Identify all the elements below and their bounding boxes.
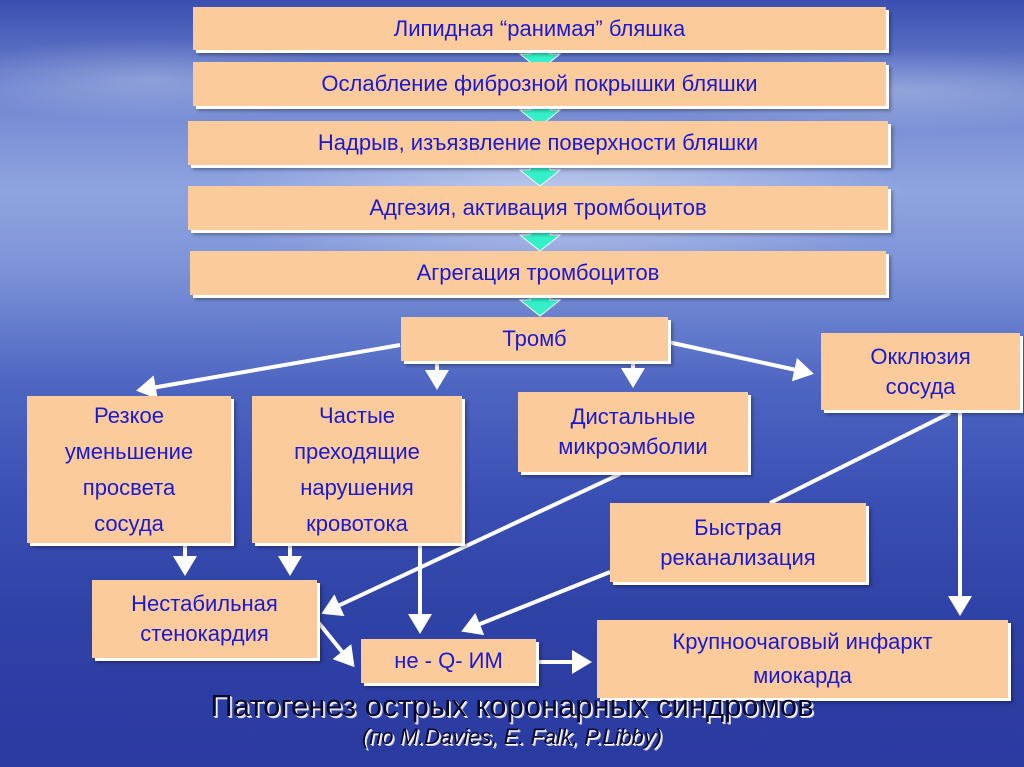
arrow-thrombus-narrowing [136, 343, 401, 400]
box-lumen-narrowing: Резкое уменьшение просвета сосуда [27, 396, 231, 543]
box-flow-disturbance: Частые преходящие нарушения кровотока [252, 396, 462, 543]
arrow-recanalization-nonq [461, 570, 611, 636]
box-thrombus: Тромб [401, 317, 668, 361]
box-plaque-rupture: Надрыв, изъязвление поверхности бляшки [188, 121, 888, 165]
slide-title: Патогенез острых коронарных синдромов [210, 688, 814, 723]
box-non-q-mi: не - Q- ИМ [361, 639, 536, 683]
box-platelet-adhesion: Адгезия, активация тромбоцитов [188, 186, 888, 230]
arrow-microemboli-angina [321, 472, 621, 617]
box-platelet-aggregation: Агрегация тромбоцитов [190, 251, 886, 295]
slide-subtitle: (по M.Davies, E. Falk, P.Libby) [361, 724, 663, 749]
box-microemboli: Дистальные микроэмболии [518, 392, 748, 472]
arrow-thrombus-occlusion [667, 340, 814, 382]
arrow-angina-nonq [316, 620, 355, 668]
box-recanalization: Быстрая реканализация [610, 503, 866, 582]
box-unstable-angina: Нестабильная стенокардия [92, 580, 317, 658]
box-lipid-plaque: Липидная “ранимая” бляшка [193, 7, 886, 50]
box-cap-weakening: Ослабление фиброзной покрышки бляшки [193, 62, 886, 106]
box-large-focal-infarct: Крупноочаговый инфаркт миокарда [597, 620, 1008, 698]
line-occlusion-recanalization [769, 411, 951, 505]
box-occlusion: Окклюзия сосуда [821, 333, 1020, 410]
